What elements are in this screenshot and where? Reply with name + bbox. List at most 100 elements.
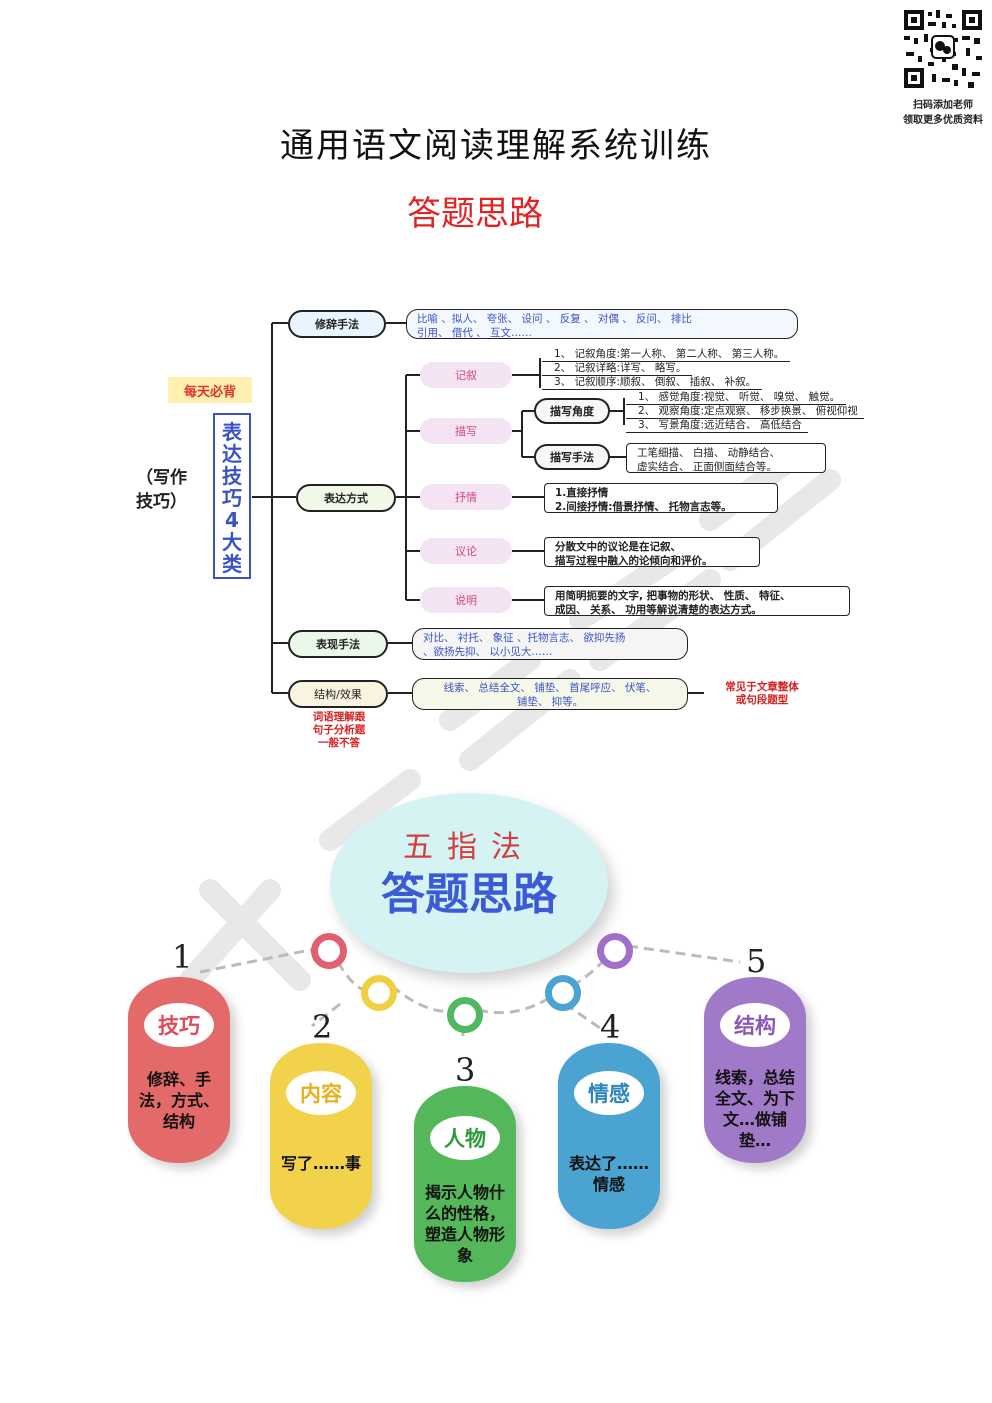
description-method-content: 工笔细描、 白描、 动静结合、 虚实结合、 正面侧面结合等。 <box>626 443 826 473</box>
vert-char: 达 <box>222 442 242 466</box>
qr-caption-1: 扫码添加老师 <box>913 100 973 111</box>
page-subtitle: 答题思路 <box>407 194 543 234</box>
finger-pill-technique: 技巧 修辞、手 法，方式、 结构 <box>128 977 230 1163</box>
node-rhetoric: 修辞手法 <box>288 310 386 338</box>
ring-marker <box>361 975 397 1011</box>
ring-marker <box>447 997 483 1033</box>
finger-text-line: 文…做铺 <box>722 1110 787 1129</box>
exposition-line-1: 用简明扼要的文字, 把事物的形状、 性质、 特征、 <box>555 590 791 602</box>
finger-text-line: 象 <box>456 1246 473 1265</box>
node-narration: 记叙 <box>420 362 512 388</box>
structure-line-1: 线索、 总结全文、 铺垫、 首尾呼应、 伏笔、 <box>443 682 657 694</box>
node-description-method: 描写手法 <box>534 444 610 470</box>
structure-note-below-2: 句子分析题 <box>312 724 366 736</box>
structure-note-right-2: 或句段题型 <box>735 694 789 706</box>
finger-pill-structure: 结构 线索，总结 全文、为下 文…做铺 垫… <box>704 977 806 1163</box>
root-label-line-1: （写作 <box>136 468 187 488</box>
node-technique: 表现手法 <box>288 630 388 658</box>
root-label: （写作 技巧） <box>136 466 216 514</box>
structure-line-2: 铺垫、 抑等。 <box>516 696 584 708</box>
finger-title: 内容 <box>286 1071 356 1115</box>
ring-marker <box>545 975 581 1011</box>
ring-marker <box>311 933 347 969</box>
vert-char: 4 <box>225 508 239 532</box>
technique-content: 对比、 衬托、 象征 、托物言志、 欲抑先扬 、欲扬先抑、 以小见大…… <box>412 628 688 660</box>
narration-item-2: 2、 记叙详略:详写、 略写。 <box>542 362 693 376</box>
structure-note-right-1: 常见于文章整体 <box>725 681 799 693</box>
page-title: 通用语文阅读理解系统训练 <box>280 126 712 166</box>
argument-line-1: 分散文中的议论是在记叙、 <box>555 541 681 553</box>
root-label-line-2: 技巧） <box>136 492 187 512</box>
finger-text-line: 垫… <box>738 1131 771 1150</box>
node-description: 描写 <box>420 418 512 444</box>
lyric-line-2: 2.间接抒情:借景抒情、 托物言志等。 <box>555 501 732 513</box>
lyric-content: 1.直接抒情 2.间接抒情:借景抒情、 托物言志等。 <box>544 483 778 513</box>
rhetoric-content: 比喻 、拟人、 夸张、 设问 、 反复 、 对偶 、 反问、 排比 引用、 借代… <box>406 309 798 339</box>
finger-number-3: 3 <box>455 1051 476 1089</box>
qr-caption-2: 领取更多优质资料 <box>903 115 983 126</box>
lyric-line-1: 1.直接抒情 <box>555 487 609 499</box>
finger-pill-emotion: 情感 表达了…… 情感 <box>558 1043 660 1229</box>
finger-text: 揭示人物什 么的性格， 塑造人物形 象 <box>406 1182 524 1266</box>
finger-text-line: 全文、为下 <box>714 1089 795 1108</box>
daily-memorize-ribbon: 每天必背 <box>168 377 252 403</box>
method-line-2: 虚实结合、 正面侧面结合等。 <box>637 461 777 473</box>
node-description-angle: 描写角度 <box>534 398 610 424</box>
five-fingers-main-label: 答题思路 <box>381 869 557 920</box>
method-line-1: 工笔细描、 白描、 动静结合、 <box>637 447 781 459</box>
angle-item-1: 1、 感觉角度:视觉、 听觉、 嗅觉、 触觉。 <box>626 391 847 405</box>
five-fingers-bubble <box>330 793 608 973</box>
finger-title: 技巧 <box>144 1003 214 1047</box>
structure-note-below-3: 一般不答 <box>318 737 360 749</box>
mindmap-connectors <box>252 322 704 694</box>
finger-title: 结构 <box>720 1003 790 1047</box>
finger-text: 修辞、手 法，方式、 结构 <box>120 1069 238 1132</box>
node-expression: 表达方式 <box>296 484 396 512</box>
angle-item-3: 3、 写景角度:远近结合、 高低结合 <box>626 419 808 433</box>
finger-number-4: 4 <box>600 1008 621 1046</box>
finger-text-line: 揭示人物什 <box>424 1183 505 1202</box>
finger-title: 情感 <box>574 1071 644 1115</box>
structure-content: 线索、 总结全文、 铺垫、 首尾呼应、 伏笔、 铺垫、 抑等。 <box>412 678 688 710</box>
node-exposition: 说明 <box>420 587 512 613</box>
structure-note-below: 词语理解跟 句子分析题 一般不答 <box>294 711 384 750</box>
finger-text-line: 写了……事 <box>280 1154 361 1173</box>
vert-char: 技 <box>222 464 242 488</box>
narration-item-1: 1、 记叙角度:第一人称、 第二人称、 第三人称。 <box>542 348 791 362</box>
finger-text-line: 么的性格， <box>424 1204 505 1223</box>
node-structure: 结构/效果 <box>288 680 388 708</box>
rhetoric-line-1: 比喻 、拟人、 夸张、 设问 、 反复 、 对偶 、 反问、 排比 <box>417 313 692 325</box>
qr-code <box>902 8 984 90</box>
node-argument: 议论 <box>420 538 512 564</box>
exposition-content: 用简明扼要的文字, 把事物的形状、 性质、 特征、 成因、 关系、 功用等解说清… <box>544 586 850 616</box>
finger-text-line: 塑造人物形 <box>424 1225 505 1244</box>
finger-text: 表达了…… 情感 <box>550 1153 668 1195</box>
node-lyric: 抒情 <box>420 484 512 510</box>
vert-char: 巧 <box>222 486 242 510</box>
four-categories-box: 表 达 技 巧 4 大 类 <box>213 413 251 579</box>
finger-text-line: 法，方式、 <box>138 1091 219 1110</box>
finger-text: 线索，总结 全文、为下 文…做铺 垫… <box>696 1067 814 1151</box>
ring-marker <box>597 933 633 969</box>
technique-line-1: 对比、 衬托、 象征 、托物言志、 欲抑先扬 <box>423 632 626 644</box>
vert-char: 表 <box>222 420 242 444</box>
rhetoric-line-2: 引用、 借代 、 互文…… <box>417 327 533 339</box>
finger-pill-character: 人物 揭示人物什 么的性格， 塑造人物形 象 <box>414 1086 516 1282</box>
finger-text-line: 结构 <box>162 1112 195 1131</box>
vert-char: 类 <box>222 552 242 576</box>
finger-text-line: 情感 <box>592 1175 625 1194</box>
finger-text: 写了……事 <box>262 1153 380 1174</box>
finger-title: 人物 <box>430 1116 500 1160</box>
finger-number-5: 5 <box>746 942 767 980</box>
angle-item-2: 2、 观察角度:定点观察、 移步换景、 俯视仰视 <box>626 405 864 419</box>
structure-note-below-1: 词语理解跟 <box>312 711 366 723</box>
finger-text-line: 线索，总结 <box>714 1068 795 1087</box>
finger-number-1: 1 <box>172 938 193 976</box>
vert-char: 大 <box>222 530 242 554</box>
argument-content: 分散文中的议论是在记叙、 描写过程中融入的论倾向和评价。 <box>544 537 760 567</box>
narration-item-3: 3、 记叙顺序:顺叙、 倒叙、 插叙、 补叙。 <box>542 376 763 390</box>
exposition-line-2: 成因、 关系、 功用等解说清楚的表达方式。 <box>555 604 762 616</box>
finger-number-2: 2 <box>312 1008 333 1046</box>
structure-note-right: 常见于文章整体 或句段题型 <box>712 681 812 707</box>
five-fingers-top-label: 五指法 <box>403 830 535 865</box>
